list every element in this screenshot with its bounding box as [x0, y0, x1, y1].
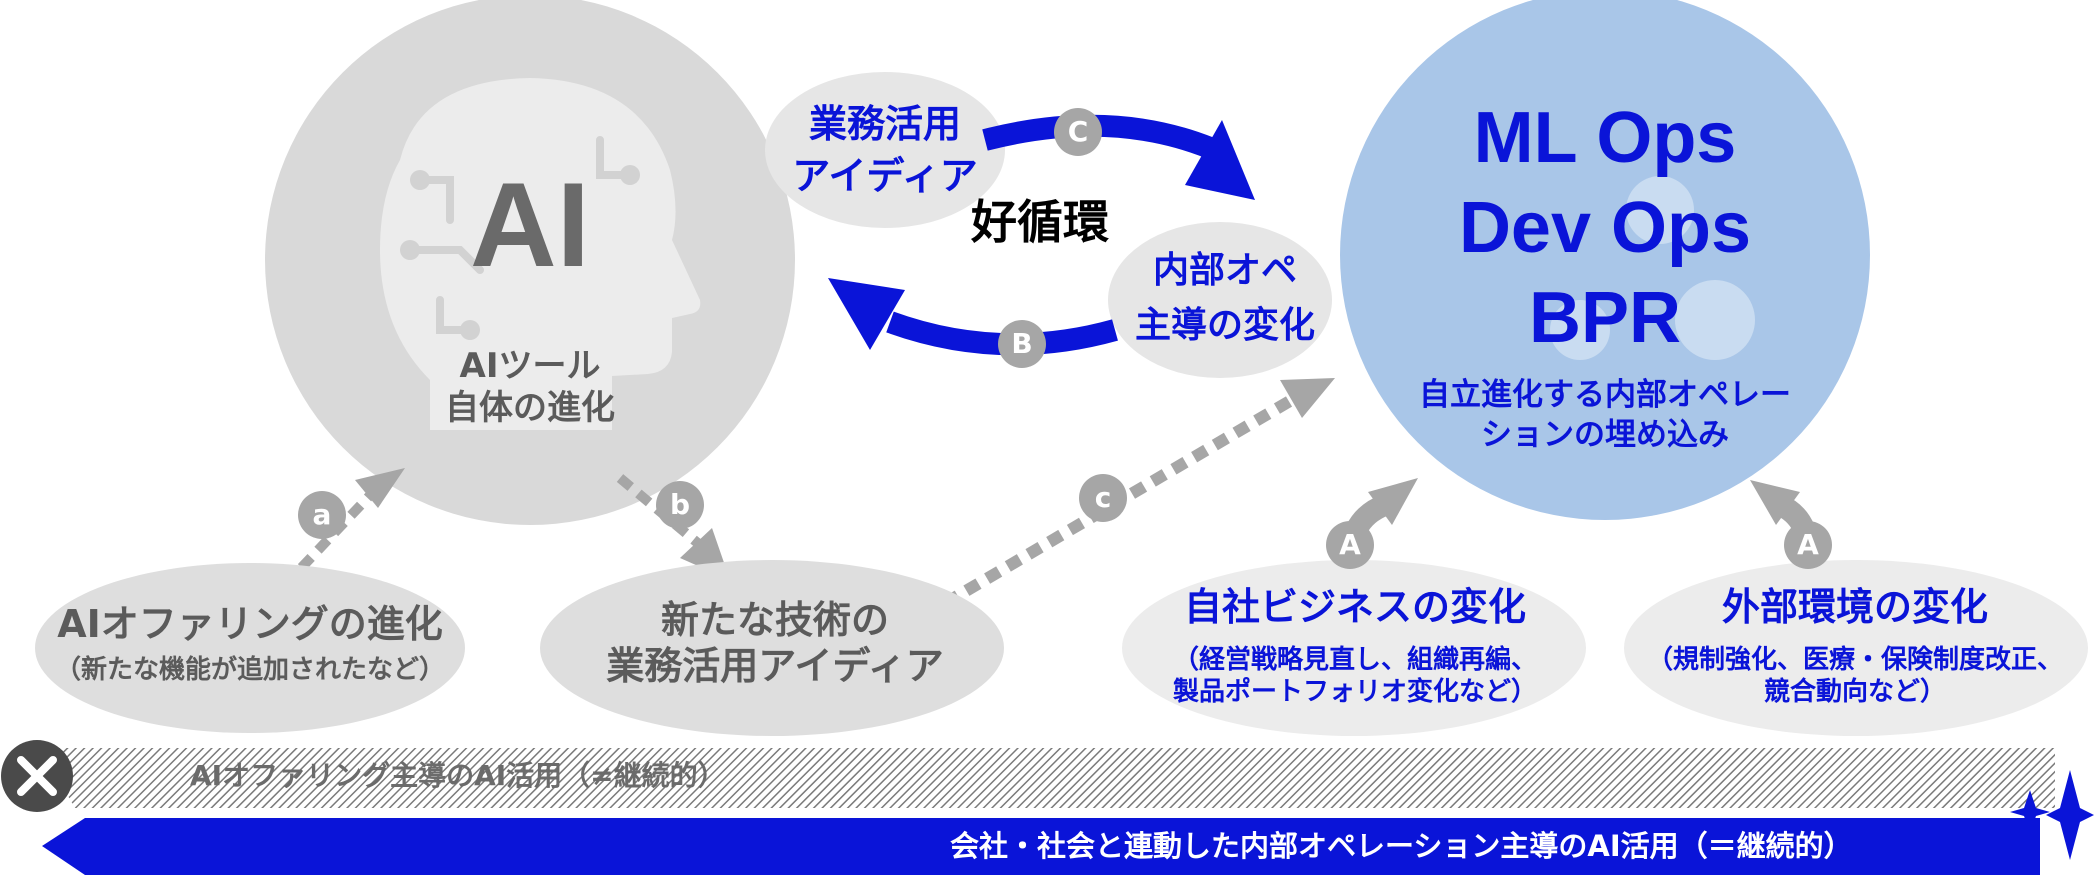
gear-icon — [1550, 176, 1755, 360]
gray-hatched-bar — [40, 748, 2055, 808]
right-bubble-line1: 内部オペ — [1152, 250, 1297, 291]
bubble-external-env-sub1: （規制強化、医療・保険制度改正、 — [1646, 645, 2063, 675]
top-bubble-line1: 業務活用 — [808, 102, 961, 146]
gray-bar-text: AIオファリング主導のAI活用（≠継続的） — [190, 759, 726, 792]
cycle-center-label: 好循環 — [971, 195, 1109, 249]
bubble-own-business-sub1: （経営戦略見直し、組織再編、 — [1172, 645, 1537, 675]
ops-caption-line1: 自立進化する内部オペレー — [1419, 377, 1791, 413]
bubble-external-env-title: 外部環境の変化 — [1721, 585, 1988, 629]
bubble-ai-offering-title: AIオファリングの進化 — [57, 602, 443, 646]
bubble-new-tech — [540, 560, 1004, 736]
badge-b — [656, 481, 704, 529]
bubble-external-env-sub2: 競合動向など） — [1763, 677, 1946, 707]
ops-line2: Dev Ops — [1458, 188, 1752, 268]
cycle-arrow-bottom — [828, 278, 1118, 356]
cycle-arrow-top — [982, 114, 1255, 200]
badge-C — [1054, 108, 1102, 156]
badge-B — [998, 320, 1046, 368]
badge-C-label: C — [1067, 115, 1089, 148]
circuit-nodes-icon — [400, 165, 640, 340]
badge-a-label: a — [312, 498, 332, 531]
arrow-a — [281, 468, 405, 589]
close-x-icon — [1, 740, 73, 812]
ai-caption-line1: AIツール — [459, 346, 601, 386]
bubble-new-tech-title: 新たな技術の — [660, 598, 889, 642]
badge-A1 — [1326, 521, 1374, 569]
sparkle-icon — [2010, 770, 2094, 860]
bubble-own-business-title: 自社ビジネスの変化 — [1183, 585, 1526, 629]
badge-B-label: B — [1011, 327, 1033, 360]
bubble-own-business — [1122, 560, 1586, 736]
ops-line3: BPR — [1528, 278, 1681, 358]
ai-caption-line2: 自体の進化 — [445, 388, 615, 428]
badge-c-label: c — [1094, 481, 1112, 514]
top-idea-bubble — [765, 72, 1005, 228]
badge-c — [1079, 474, 1127, 522]
badge-A2-label: A — [1797, 528, 1819, 561]
bubble-ai-offering — [35, 563, 465, 733]
right-bubble-line2: 主導の変化 — [1134, 305, 1315, 346]
bubble-new-tech-title2: 業務活用アイディア — [606, 644, 944, 688]
ai-big-label: AI — [470, 158, 590, 292]
badge-A2 — [1784, 521, 1832, 569]
arrow-c — [921, 378, 1335, 621]
badge-A1-label: A — [1339, 528, 1361, 561]
top-bubble-line2: アイディア — [792, 154, 978, 198]
blue-bar — [42, 818, 2040, 875]
bubble-ai-offering-sub: （新たな機能が追加されたなど） — [54, 655, 445, 685]
right-change-bubble — [1108, 222, 1332, 378]
badge-b-label: b — [669, 488, 691, 521]
blue-bar-text: 会社・社会と連動した内部オペレーション主導のAI活用（＝継続的） — [950, 829, 1853, 863]
ops-caption-line2: ションの埋め込み — [1481, 417, 1729, 453]
ops-line1: ML Ops — [1473, 98, 1737, 178]
ops-circle — [1340, 0, 1870, 520]
bubble-own-business-sub2: 製品ポートフォリオ変化など） — [1172, 677, 1537, 707]
head-circuit-icon — [380, 78, 701, 430]
bubble-external-env — [1624, 560, 2088, 736]
badge-a — [298, 491, 346, 539]
